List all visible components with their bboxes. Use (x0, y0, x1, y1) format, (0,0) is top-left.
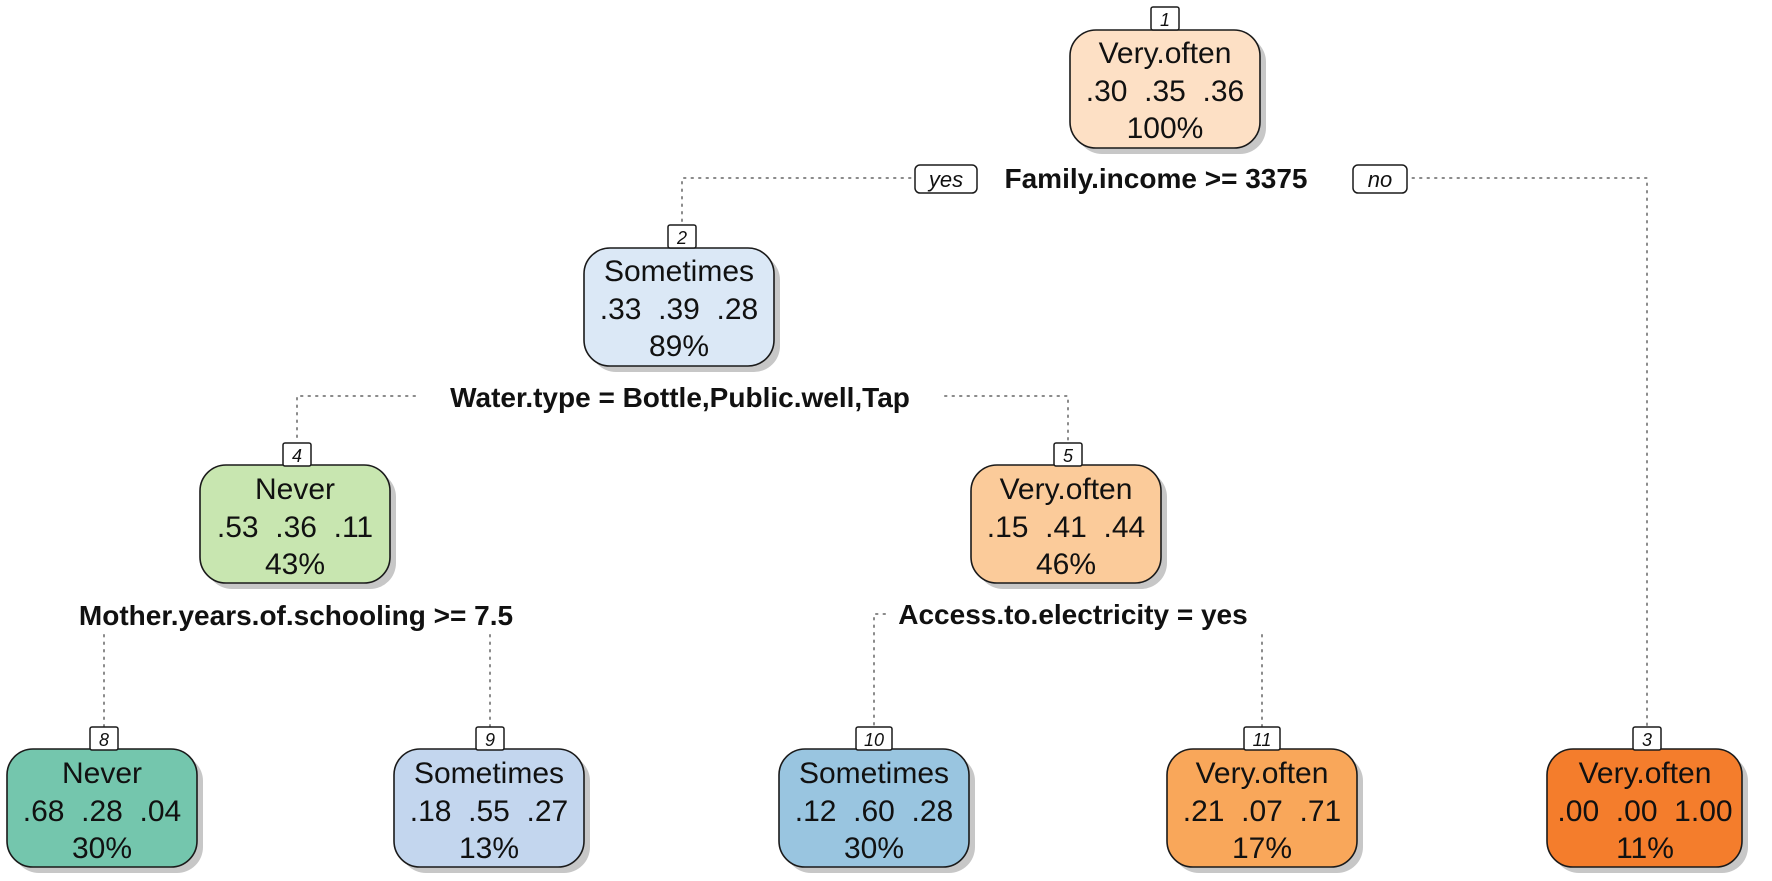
node-1-percent: 100% (1127, 112, 1204, 145)
node-5-id: 5 (1063, 446, 1074, 466)
node-11-percent: 17% (1232, 832, 1292, 865)
node-8-probs: .68 .28 .04 (23, 795, 181, 828)
tree-node-3: 3 Very.often .00 .00 1.00 11% (1546, 726, 1748, 873)
edge-5-10 (873, 613, 886, 731)
edge-2-4 (296, 395, 416, 444)
node-10-probs: .12 .60 .28 (795, 795, 953, 828)
tree-node-1: 1 Very.often .30 .35 .36 100% (1069, 6, 1266, 154)
edge-2-5 (944, 395, 1069, 444)
node-10-percent: 30% (844, 832, 904, 865)
edge-1-2 (681, 177, 919, 225)
tree-node-4: 4 Never .53 .36 .11 43% (199, 442, 396, 589)
node-4-id: 4 (292, 446, 302, 466)
split-text-mother-schooling: Mother.years.of.schooling >= 7.5 (79, 600, 513, 631)
tree-node-10: 10 Sometimes .12 .60 .28 30% (778, 726, 975, 873)
node-3-percent: 11% (1616, 832, 1674, 865)
node-1-id: 1 (1160, 10, 1170, 30)
node-5-percent: 46% (1036, 548, 1096, 581)
node-4-percent: 43% (265, 548, 325, 581)
split-text-access-electricity: Access.to.electricity = yes (898, 599, 1247, 630)
node-8-percent: 30% (72, 832, 132, 865)
node-2-id: 2 (676, 228, 687, 248)
node-10-id: 10 (864, 730, 884, 750)
split-label-1: yes Family.income >= 3375 no (914, 163, 1408, 194)
node-9-id: 9 (485, 730, 495, 750)
tree-node-9: 9 Sometimes .18 .55 .27 13% (393, 726, 590, 873)
node-8-class: Never (62, 757, 142, 790)
node-9-percent: 13% (459, 832, 519, 865)
node-10-class: Sometimes (799, 757, 949, 790)
node-2-percent: 89% (649, 330, 709, 363)
split-text-water-type: Water.type = Bottle,Public.well,Tap (450, 382, 910, 413)
node-3-class: Very.often (1579, 757, 1712, 790)
node-5-class: Very.often (1000, 473, 1133, 506)
edge-1-3 (1389, 177, 1648, 731)
node-11-probs: .21 .07 .71 (1183, 795, 1341, 828)
node-2-probs: .33 .39 .28 (600, 293, 758, 326)
node-9-class: Sometimes (414, 757, 564, 790)
yes-label: yes (927, 167, 963, 192)
node-3-probs: .00 .00 1.00 (1557, 795, 1732, 828)
split-text-family-income: Family.income >= 3375 (1005, 163, 1308, 194)
node-8-id: 8 (99, 730, 109, 750)
node-3-id: 3 (1642, 730, 1652, 750)
node-11-id: 11 (1253, 730, 1272, 750)
no-label: no (1368, 167, 1392, 192)
node-11-class: Very.often (1196, 757, 1329, 790)
tree-node-11: 11 Very.often .21 .07 .71 17% (1166, 726, 1363, 873)
tree-node-8: 8 Never .68 .28 .04 30% (6, 726, 203, 873)
tree-node-5: 5 Very.often .15 .41 .44 46% (970, 442, 1167, 589)
node-5-probs: .15 .41 .44 (987, 511, 1145, 544)
node-1-class: Very.often (1099, 37, 1232, 70)
tree-edges (103, 177, 1648, 731)
node-4-class: Never (255, 473, 335, 506)
node-1-probs: .30 .35 .36 (1086, 75, 1244, 108)
tree-node-2: 2 Sometimes .33 .39 .28 89% (583, 224, 780, 372)
node-2-class: Sometimes (604, 255, 754, 288)
node-9-probs: .18 .55 .27 (410, 795, 568, 828)
node-4-probs: .53 .36 .11 (217, 511, 373, 544)
